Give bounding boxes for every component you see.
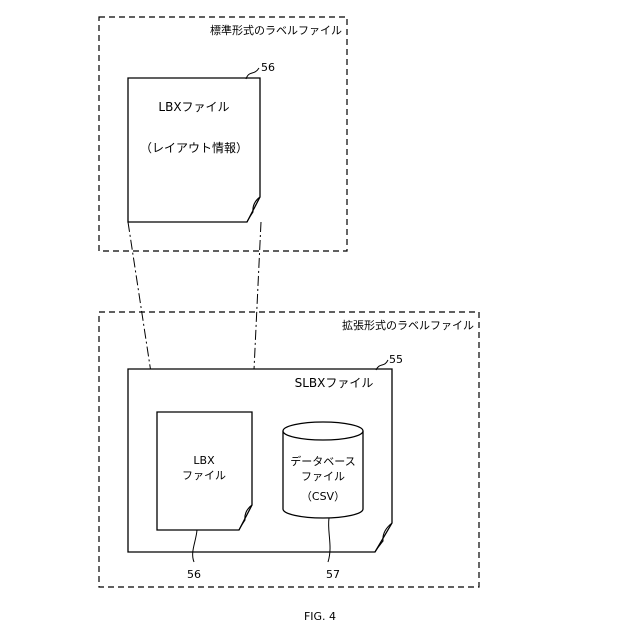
inner-lbx-document: LBX ファイル 56 xyxy=(157,412,252,581)
database-line2: ファイル xyxy=(301,470,345,483)
lbx-document-title: LBXファイル xyxy=(158,100,229,114)
database-ref: 57 xyxy=(326,568,340,581)
lbx-document-ref: 56 xyxy=(261,61,275,74)
standard-format-label: 標準形式のラベルファイル xyxy=(210,23,342,37)
figure-caption: FIG. 4 xyxy=(304,610,336,623)
slbx-document-ref: 55 xyxy=(389,353,403,366)
database-line3: （CSV） xyxy=(301,490,345,503)
extended-format-label: 拡張形式のラベルファイル xyxy=(342,318,474,332)
slbx-document-title: SLBXファイル xyxy=(295,376,374,390)
inner-lbx-line1: LBX xyxy=(193,454,215,467)
inner-lbx-line2: ファイル xyxy=(182,469,226,482)
lbx-document: LBXファイル （レイアウト情報） 56 xyxy=(128,61,275,222)
inner-lbx-ref: 56 xyxy=(187,568,201,581)
lbx-document-subtitle: （レイアウト情報） xyxy=(140,141,248,155)
database-line1: データベース xyxy=(290,454,355,468)
database-cylinder: データベース ファイル （CSV） 57 xyxy=(283,422,363,581)
